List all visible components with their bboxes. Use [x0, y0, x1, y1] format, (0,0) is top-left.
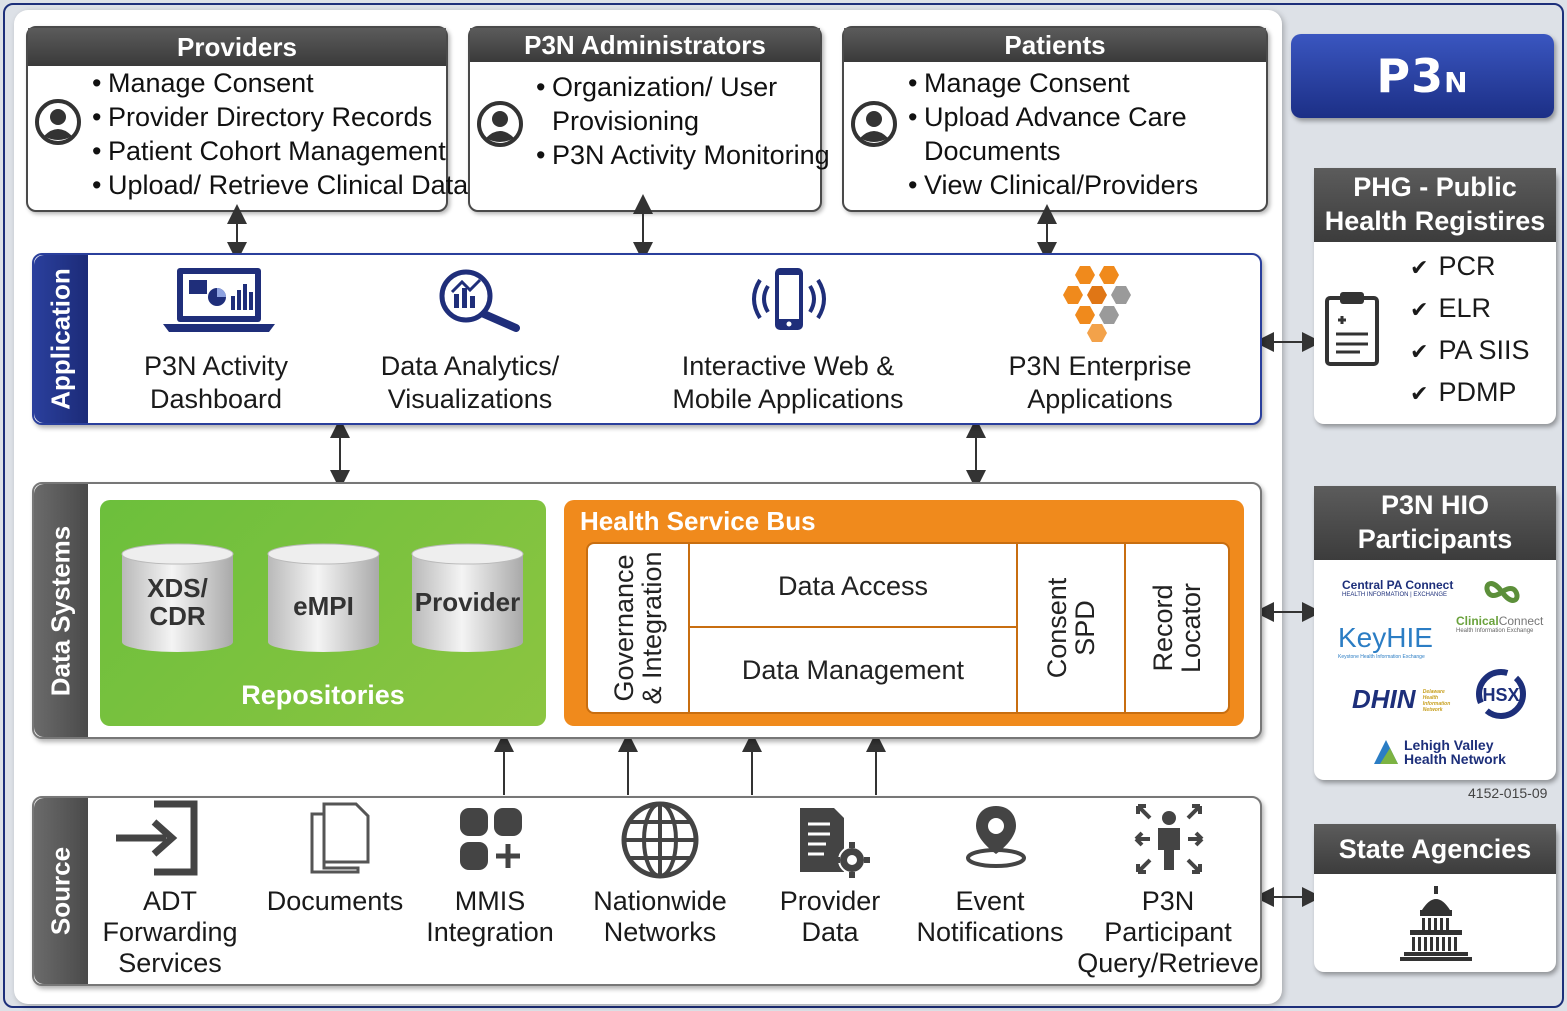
repository-cylinder — [411, 543, 524, 652]
repository-label-provider: Provider — [414, 587, 521, 617]
data-access-cell: Data Access — [690, 544, 1018, 628]
administrators-title: P3N Administrators — [470, 28, 820, 62]
source-participant-query: P3N Participant Query/Retrieve — [1077, 886, 1259, 978]
globe-icon — [621, 801, 699, 879]
hio-participants-card: P3N HIO Participants Central PA Connect … — [1314, 486, 1556, 780]
app-activity-dashboard: P3N Activity Dashboard — [106, 350, 326, 416]
repository-label-xds: XDS/ CDR — [147, 573, 208, 631]
list-item: PDMP — [1410, 372, 1529, 414]
dhin-logo: DHIN Delaware Health Information Network — [1352, 684, 1451, 714]
app-label-line2: Mobile Applications — [672, 384, 904, 414]
documents-icon — [310, 802, 370, 874]
list-item: View Clinical/Providers — [908, 168, 1198, 202]
phg-registries-list: PCR ELR PA SIIS PDMP — [1410, 246, 1529, 414]
list-item: Documents — [924, 136, 1061, 166]
application-tab: Application — [34, 255, 88, 423]
list-item: Manage Consent — [92, 66, 468, 100]
administrators-list: Organization/ User Provisioning P3N Acti… — [536, 70, 830, 172]
hsx-logo: HSX — [1476, 669, 1526, 719]
document-gear-icon — [800, 808, 870, 878]
integration-blocks-icon — [460, 808, 522, 870]
hexagon-cluster-icon — [1063, 266, 1131, 342]
state-agencies-title: State Agencies — [1314, 824, 1556, 874]
central-pa-connect-logo: Central PA Connect HEALTH INFORMATION | … — [1342, 578, 1454, 598]
repository-label-empi: eMPI — [293, 591, 354, 621]
phg-registries-card: PHG - Public Health Registires PCR ELR P… — [1314, 168, 1556, 424]
list-item: PA SIIS — [1410, 330, 1529, 372]
patients-card: Patients Manage Consent Upload Advance C… — [842, 26, 1268, 212]
repository-cylinder — [121, 543, 234, 652]
laptop-dashboard-icon — [163, 268, 275, 332]
app-interactive-web-mobile: Interactive Web & Mobile Applications — [660, 350, 916, 416]
repositories-panel: XDS/ CDR eMPI Provider Repositories — [100, 500, 546, 726]
capitol-building-icon — [1400, 886, 1472, 961]
person-icon — [851, 101, 897, 147]
enter-arrow-icon — [116, 800, 198, 876]
record-locator-cell: Record Locator — [1148, 582, 1206, 674]
source-documents: Documents — [266, 886, 404, 916]
map-pin-icon — [966, 806, 1026, 868]
source-nationwide-networks: Nationwide Networks — [593, 886, 727, 947]
app-data-analytics: Data Analytics/ Visualizations — [360, 350, 580, 416]
app-label-line1: P3N Enterprise — [1008, 351, 1192, 381]
app-label-line1: P3N Activity — [143, 351, 289, 381]
list-item: Manage Consent — [908, 66, 1198, 100]
administrators-card: P3N Administrators Organization/ User Pr… — [468, 26, 830, 212]
list-item: Upload Advance Care — [908, 100, 1198, 134]
repositories-title: Repositories — [241, 680, 405, 710]
state-agencies-card: State Agencies — [1314, 824, 1556, 972]
app-label-line1: Data Analytics/ — [380, 351, 560, 381]
health-service-bus-title: Health Service Bus — [580, 506, 816, 536]
source-adt-forwarding: ADT Forwarding Services — [102, 886, 238, 978]
source-mmis-integration: MMIS Integration — [426, 886, 554, 947]
repository-cylinder — [267, 543, 380, 652]
app-label-line1: Interactive Web & — [681, 351, 895, 381]
source-band: Source — [32, 796, 1262, 986]
list-item: Provisioning — [552, 106, 700, 136]
person-arrows-icon — [1134, 804, 1204, 874]
person-icon — [477, 101, 523, 147]
health-service-bus-panel: Health Service Bus Governance & Integrat… — [564, 500, 1244, 726]
list-item: Provider Directory Records — [92, 100, 468, 134]
app-label-line2: Applications — [1027, 384, 1173, 414]
svg-text:HSX: HSX — [1482, 685, 1519, 705]
p3n-logo: P3N — [1291, 34, 1554, 118]
lehigh-valley-logo: Lehigh Valley Health Network — [1404, 737, 1506, 767]
consent-spd-cell: Consent SPD — [1018, 544, 1126, 712]
lehigh-valley-symbol-icon — [1374, 740, 1398, 764]
providers-list: Manage Consent Provider Directory Record… — [92, 66, 468, 202]
figure-id: 4152-015-09 — [1468, 785, 1548, 801]
providers-title: Providers — [28, 28, 446, 66]
list-item: Patient Cohort Management — [92, 134, 468, 168]
clinical-connect-logo: ClinicalConnect Health Information Excha… — [1456, 614, 1544, 634]
person-icon — [35, 99, 81, 145]
app-enterprise-applications: P3N Enterprise Applications — [990, 350, 1210, 416]
clipboard-icon — [1325, 292, 1379, 366]
list-item: P3N Activity Monitoring — [536, 138, 830, 172]
clinical-connect-symbol-icon — [1484, 581, 1520, 603]
source-tab: Source — [34, 798, 88, 984]
source-event-notifications: Event Notifications — [916, 886, 1064, 947]
data-systems-tab: Data Systems — [34, 484, 88, 737]
data-management-cell: Data Management — [690, 628, 1018, 712]
providers-card: Providers Manage Consent Provider Direct… — [26, 26, 468, 212]
keyhie-logo: KeyHIE Keystone Health Information Excha… — [1338, 622, 1433, 660]
list-item: Organization/ User — [536, 70, 830, 104]
app-label-line2: Visualizations — [387, 384, 553, 414]
patients-title: Patients — [844, 28, 1266, 62]
health-service-bus-inner: Governance & Integration Data Access Dat… — [586, 542, 1230, 714]
app-label-line2: Dashboard — [149, 384, 283, 414]
patients-list: Manage Consent Upload Advance Care Docum… — [908, 66, 1198, 202]
source-provider-data: Provider Data — [779, 886, 881, 947]
list-item: Upload/ Retrieve Clinical Data — [92, 168, 468, 202]
mobile-phone-icon — [752, 268, 826, 330]
hio-title: P3N HIO Participants — [1314, 486, 1556, 560]
governance-integration-cell: Governance & Integration — [588, 544, 690, 712]
phg-title: PHG - Public Health Registires — [1314, 168, 1556, 242]
list-item: PCR — [1410, 246, 1529, 288]
list-item: ELR — [1410, 288, 1529, 330]
analytics-magnifier-icon — [439, 269, 520, 332]
